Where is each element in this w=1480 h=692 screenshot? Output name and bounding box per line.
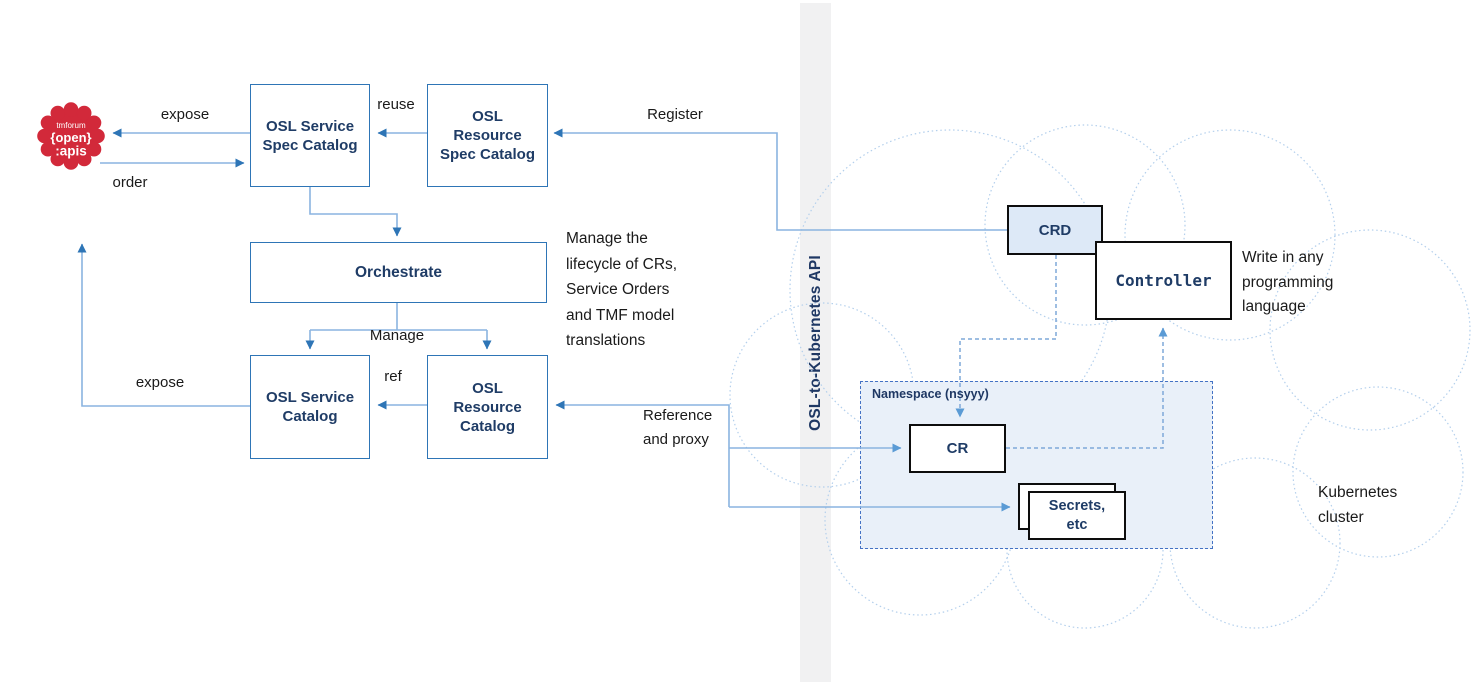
node-cr: CR <box>909 424 1006 473</box>
node-osl-resource-spec-catalog: OSL Resource Spec Catalog <box>427 84 548 187</box>
label-reuse: reuse <box>377 96 415 113</box>
label-ref: ref <box>384 368 402 385</box>
api-bar-label: OSL-to-Kubernetes API <box>806 254 824 431</box>
namespace-label: Namespace (nsyyy) <box>872 387 989 401</box>
label-reference-proxy: Reference and proxy <box>643 407 713 448</box>
label-expose-top: expose <box>160 106 210 123</box>
logo-open-text: {open} <box>50 130 91 145</box>
label-order: order <box>112 174 148 191</box>
edge-register <box>553 128 1007 231</box>
node-osl-resource-catalog: OSL Resource Catalog <box>427 355 548 459</box>
osl-to-kubernetes-api-bar: OSL-to-Kubernetes API <box>800 3 831 682</box>
annotation-kubernetes-cluster: Kubernetes cluster <box>1318 484 1398 526</box>
label-manage: Manage <box>369 327 425 344</box>
logo-brand-text: tmforum <box>56 121 86 130</box>
node-crd: CRD <box>1007 205 1103 255</box>
annotation-language-note: Write in any programming language <box>1242 249 1334 315</box>
tmforum-openapis-logo-icon: tmforum {open} :apis <box>37 102 105 170</box>
logo-apis-text: :apis <box>55 144 87 159</box>
node-controller: Controller <box>1095 241 1232 320</box>
node-osl-service-spec-catalog: OSL Service Spec Catalog <box>250 84 370 187</box>
label-register: Register <box>647 106 703 123</box>
node-orchestrate: Orchestrate <box>250 242 547 303</box>
edge-spec-to-orchestrate <box>309 187 402 237</box>
label-expose-bottom: expose <box>135 374 185 391</box>
annotation-lifecycle-note: Manage the lifecycle of CRs, Service Ord… <box>566 230 678 349</box>
node-osl-service-catalog: OSL Service Catalog <box>250 355 370 459</box>
node-secrets: Secrets, etc <box>1028 491 1126 540</box>
